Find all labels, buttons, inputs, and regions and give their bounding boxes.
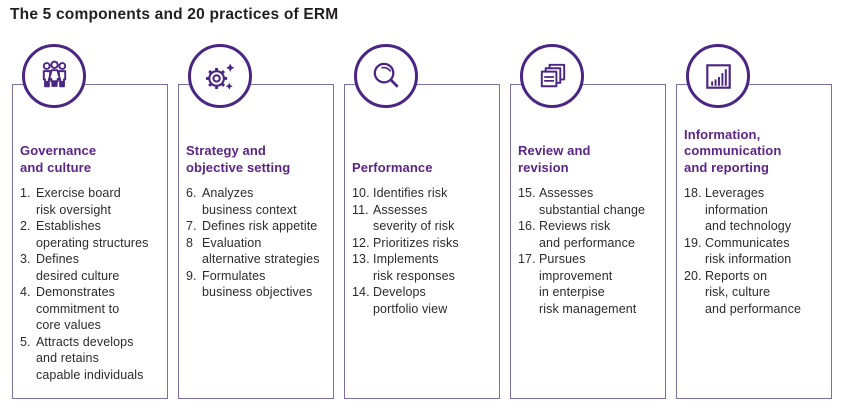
practice-list: 10. Identifies risk 11. Assesses severit…: [352, 185, 494, 317]
practice-item: 16. Reviews risk and performance: [518, 218, 660, 251]
component-title: Performance: [352, 159, 433, 175]
component-icon-circle: [354, 44, 418, 108]
practice-text: Reports on risk, culture and performance: [705, 268, 802, 316]
practice-text: Demonstrates commitment to core values: [36, 285, 120, 332]
component-icon-circle: [188, 44, 252, 108]
practice-item: 19. Communicates risk information: [684, 235, 826, 268]
practice-text: Reviews risk and performance: [539, 219, 636, 250]
practice-number: 4.: [20, 285, 31, 299]
practice-number: 18.: [684, 186, 702, 200]
practice-item: 5. Attracts develops and retains capable…: [20, 334, 162, 384]
practice-text: Assesses severity of risk: [373, 202, 455, 234]
practice-list: 1. Exercise board risk oversight 2. Esta…: [20, 185, 162, 383]
practice-item: 6. Analyzes business context: [186, 185, 328, 218]
component-title: Governance and culture: [20, 143, 97, 175]
practice-item: 12. Prioritizes risks: [352, 235, 494, 252]
practice-list: 6. Analyzes business context 7. Defines …: [186, 185, 328, 301]
practice-item: 13. Implements risk responses: [352, 251, 494, 284]
practice-text: Implements risk responses: [373, 252, 455, 283]
practice-text: Establishes operating structures: [36, 219, 149, 250]
bar-chart-icon: [700, 58, 737, 95]
practice-item: 10. Identifies risk: [352, 185, 494, 202]
practice-text: Defines risk appetite: [202, 219, 318, 233]
component-title: Review and revision: [518, 143, 591, 175]
practice-text: Pursues improvement in enterpise risk ma…: [539, 252, 637, 316]
practice-text: Attracts develops and retains capable in…: [36, 334, 144, 382]
component-card: Performance 10. Identifies risk 11. Asse…: [344, 44, 500, 399]
component-card: Governance and culture 1. Exercise board…: [12, 44, 168, 399]
practice-number: 12.: [352, 235, 370, 250]
practice-item: 8 Evaluation alternative strategies: [186, 235, 328, 268]
practice-number: 19.: [684, 235, 702, 250]
practice-number: 2.: [20, 219, 31, 233]
practice-text: Leverages information and technology: [705, 186, 792, 233]
practice-number: 6.: [186, 186, 197, 200]
practice-text: Assesses substantial change: [539, 186, 646, 217]
practice-list: 15. Assesses substantial change 16. Revi…: [518, 185, 660, 317]
component-title: Information, communication and reporting: [684, 126, 782, 175]
practice-number: 15.: [518, 186, 536, 200]
component-icon-circle: [22, 44, 86, 108]
practice-text: Formulates business objectives: [202, 268, 313, 300]
practice-number: 5.: [20, 334, 31, 349]
practice-text: Prioritizes risks: [373, 235, 459, 250]
practice-text: Defines desired culture: [36, 252, 120, 283]
practice-number: 17.: [518, 252, 536, 266]
practice-item: 7. Defines risk appetite: [186, 218, 328, 235]
practice-text: Identifies risk: [373, 186, 448, 200]
practice-item: 20. Reports on risk, culture and perform…: [684, 268, 826, 318]
practice-number: 7.: [186, 219, 197, 233]
practice-text: Communicates risk information: [705, 235, 792, 267]
component-content: Governance and culture 1. Exercise board…: [13, 85, 167, 398]
practice-list: 18. Leverages information and technology…: [684, 185, 826, 317]
practice-number: 14.: [352, 285, 370, 299]
component-content: Information, communication and reporting…: [677, 85, 831, 398]
component-icon-circle: [686, 44, 750, 108]
gear-icon: [202, 58, 239, 95]
page-title: The 5 components and 20 practices of ERM: [10, 6, 339, 23]
component-content: Performance 10. Identifies risk 11. Asse…: [345, 85, 499, 398]
component-content: Strategy and objective setting 6. Analyz…: [179, 85, 333, 398]
practice-item: 3. Defines desired culture: [20, 251, 162, 284]
documents-icon: [534, 58, 571, 95]
practice-number: 16.: [518, 219, 536, 233]
practice-item: 18. Leverages information and technology: [684, 185, 826, 235]
practice-text: Analyzes business context: [202, 186, 297, 217]
practice-item: 14. Develops portfolio view: [352, 284, 494, 317]
erm-components: Governance and culture 1. Exercise board…: [12, 44, 832, 399]
practice-text: Develops portfolio view: [373, 285, 448, 316]
practice-item: 4. Demonstrates commitment to core value…: [20, 284, 162, 334]
magnifier-icon: [368, 58, 405, 95]
practice-item: 15. Assesses substantial change: [518, 185, 660, 218]
practice-number: 10.: [352, 186, 370, 200]
practice-item: 1. Exercise board risk oversight: [20, 185, 162, 218]
people-icon: [36, 58, 73, 95]
practice-text: Evaluation alternative strategies: [202, 235, 320, 267]
practice-item: 2. Establishes operating structures: [20, 218, 162, 251]
practice-item: 9. Formulates business objectives: [186, 268, 328, 301]
component-card: Strategy and objective setting 6. Analyz…: [178, 44, 334, 399]
practice-number: 20.: [684, 268, 702, 283]
component-card: Information, communication and reporting…: [676, 44, 832, 399]
component-card: Review and revision 15. Assesses substan…: [510, 44, 666, 399]
practice-number: 11.: [352, 202, 369, 217]
practice-text: Exercise board risk oversight: [36, 186, 121, 217]
component-content: Review and revision 15. Assesses substan…: [511, 85, 665, 398]
practice-number: 13.: [352, 252, 370, 266]
practice-item: 11. Assesses severity of risk: [352, 202, 494, 235]
practice-number: 8: [186, 235, 194, 250]
practice-number: 1.: [20, 186, 31, 200]
component-title: Strategy and objective setting: [186, 143, 291, 175]
practice-number: 3.: [20, 252, 31, 266]
component-icon-circle: [520, 44, 584, 108]
practice-item: 17. Pursues improvement in enterpise ris…: [518, 251, 660, 317]
practice-number: 9.: [186, 268, 197, 283]
